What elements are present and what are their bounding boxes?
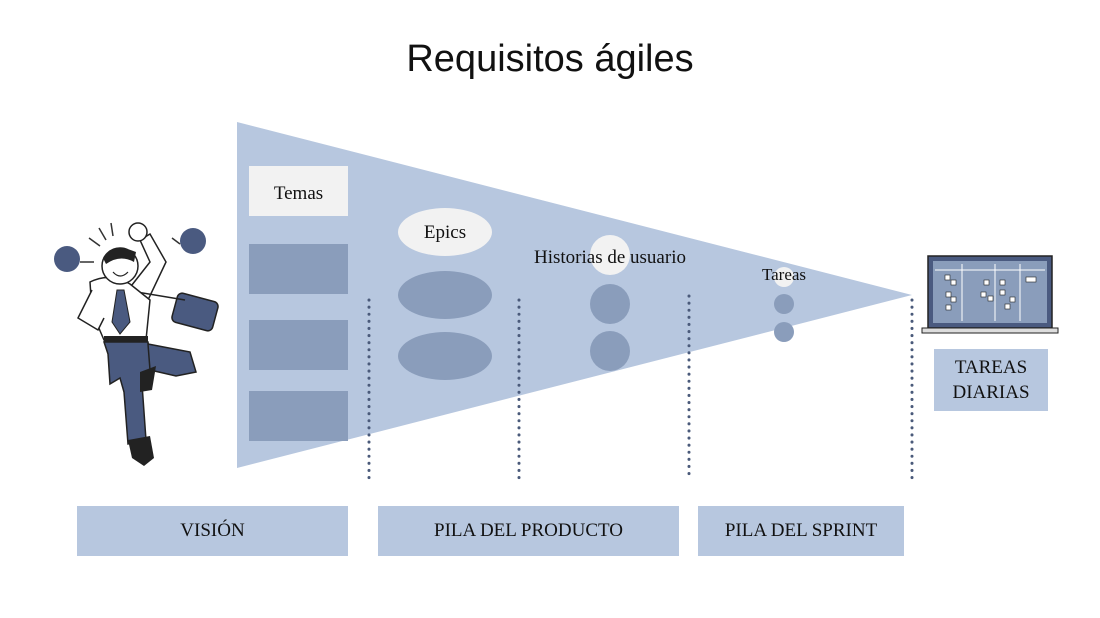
- tareas-label: Tareas: [762, 265, 806, 284]
- tema-block: [249, 244, 348, 294]
- tarea-shape: [774, 294, 794, 314]
- epic-shape: [398, 271, 492, 319]
- epics-label: Epics: [424, 222, 466, 243]
- page-title: Requisitos ágiles: [406, 38, 694, 80]
- historias-label: Historias de usuario: [534, 247, 686, 268]
- tema-block: [249, 320, 348, 370]
- historia-shape: [590, 284, 630, 324]
- temas-label: Temas: [274, 183, 323, 204]
- temas-box: [249, 166, 348, 216]
- epic-shape: [398, 332, 492, 380]
- laptop-kanban-icon: [921, 255, 1059, 334]
- tarea-shape: [774, 322, 794, 342]
- businessman-jumping-illustration: [54, 222, 219, 466]
- tareas-circle: [774, 267, 794, 287]
- historias-circle: [590, 235, 630, 275]
- tema-block: [249, 391, 348, 441]
- stage-pila-producto: PILA DEL PRODUCTO: [378, 506, 679, 556]
- tareas-diarias-box: TAREAS DIARIAS: [934, 349, 1048, 411]
- stage-vision: VISIÓN: [77, 506, 348, 556]
- funnel-shape: [237, 122, 912, 468]
- tareas-diarias-line2: DIARIAS: [952, 382, 1030, 403]
- stage-pila-sprint: PILA DEL SPRINT: [698, 506, 904, 556]
- tareas-diarias-line1: TAREAS: [954, 357, 1028, 378]
- epics-ellipse: [398, 208, 492, 256]
- historia-shape: [590, 331, 630, 371]
